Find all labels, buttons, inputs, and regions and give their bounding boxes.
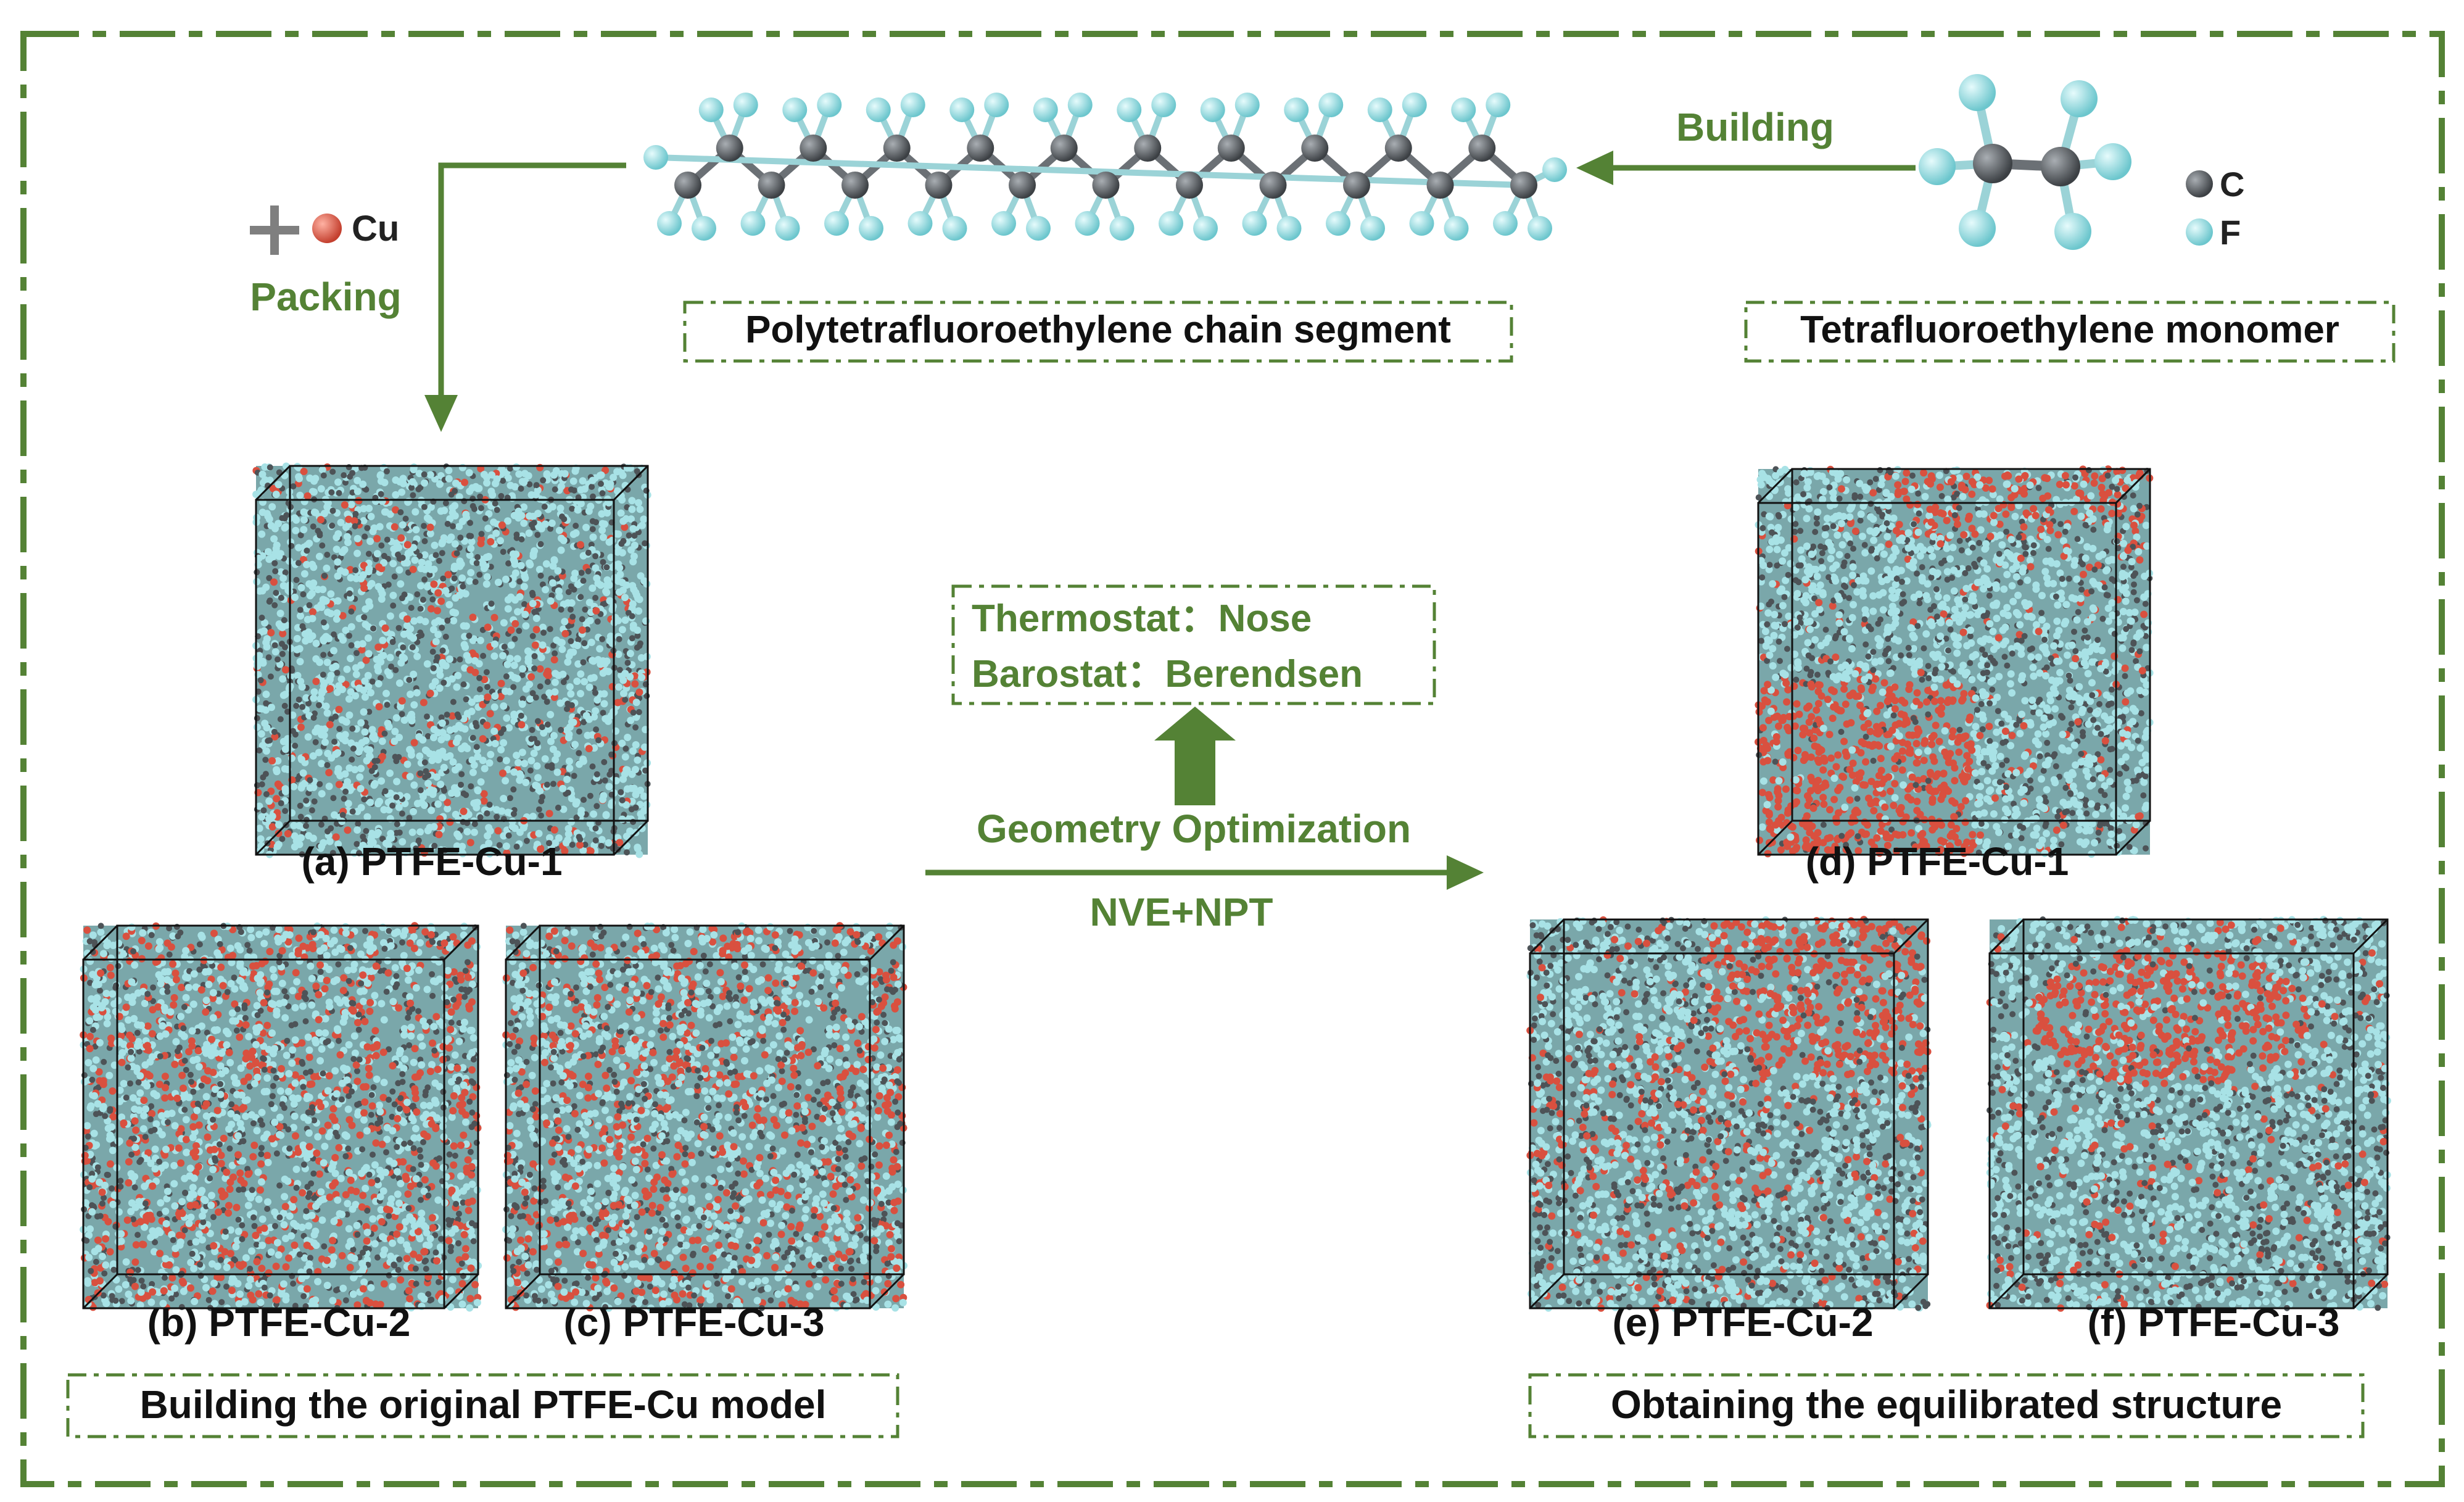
- monomer-label: Tetrafluoroethylene monomer: [1800, 309, 2339, 351]
- cell-d: [1755, 465, 2154, 858]
- cell-label-b: (b) PTFE-Cu-2: [147, 1300, 411, 1345]
- outer-frame: [20, 31, 2445, 1487]
- cell-label-f: (f) PTFE-Cu-3: [2088, 1300, 2340, 1345]
- right-section-box: [1528, 1373, 2365, 1438]
- atom-legend: C F: [2186, 165, 2244, 252]
- packing-label: Packing: [250, 275, 401, 319]
- fluorine-legend-icon: [2186, 218, 2213, 246]
- geometry-optimization-label: Geometry Optimization: [977, 807, 1411, 851]
- barostat-text: Barostat：Berendsen: [972, 653, 1363, 695]
- ensemble-label: NVE+NPT: [1090, 890, 1273, 934]
- carbon-legend-icon: [2186, 170, 2213, 197]
- thermostat-text: Thermostat：Nose: [972, 597, 1312, 640]
- right-section-label: Obtaining the equilibrated structure: [1611, 1382, 2282, 1427]
- plus-icon: [250, 205, 299, 255]
- cell-b: [80, 922, 482, 1312]
- cell-label-d: (d) PTFE-Cu-1: [1806, 839, 2069, 884]
- cell-e: [1526, 916, 1932, 1312]
- up-arrow: [1154, 707, 1236, 805]
- cu-legend-text: Cu: [352, 209, 399, 249]
- chain-label: Polytetrafluoroethylene chain segment: [745, 309, 1451, 351]
- left-section-label: Building the original PTFE-Cu model: [140, 1382, 827, 1427]
- left-section-box: [66, 1373, 899, 1438]
- cell-label-c: (c) PTFE-Cu-3: [563, 1300, 824, 1345]
- cell-f: [1986, 916, 2391, 1312]
- cell-label-e: (e) PTFE-Cu-2: [1612, 1300, 1873, 1345]
- legend-c-text: C: [2220, 165, 2244, 204]
- copper-legend-icon: [312, 214, 342, 243]
- building-arrow: [1576, 151, 1916, 185]
- simulation-cells: [80, 462, 2391, 1312]
- thermostat-box: [951, 584, 1436, 705]
- packing-arrow: [424, 162, 626, 432]
- cell-a: [252, 462, 651, 858]
- building-label: Building: [1676, 105, 1834, 149]
- tfe-monomer-model: [1919, 74, 2131, 250]
- monomer-label-box: [1744, 301, 2396, 363]
- chain-label-box: [683, 301, 1513, 363]
- legend-f-text: F: [2220, 213, 2241, 252]
- cell-c: [502, 922, 907, 1312]
- cell-label-a: (a) PTFE-Cu-1: [301, 839, 562, 884]
- process-arrow: [925, 855, 1484, 890]
- ptfe-chain-model: [643, 93, 1567, 241]
